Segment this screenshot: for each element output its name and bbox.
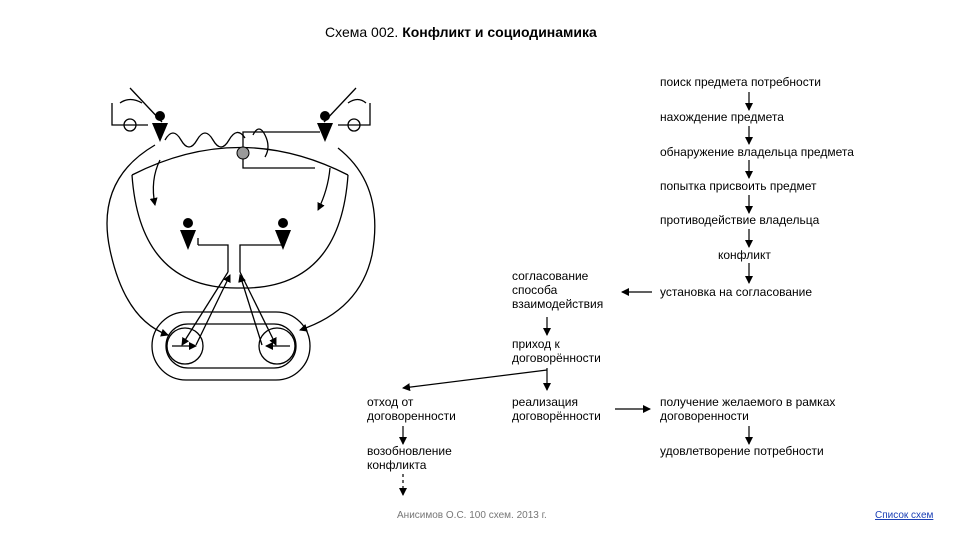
cross-arrow-right — [239, 271, 277, 346]
possession-line-top — [242, 131, 320, 160]
right-car-roof — [347, 98, 367, 104]
outer-arc-left — [106, 144, 169, 337]
right-car-outline — [338, 103, 371, 126]
person-bowl-left — [180, 218, 196, 250]
circle-left — [166, 327, 204, 365]
person-figures — [152, 111, 333, 250]
object-ball — [236, 146, 250, 160]
step-owner-resistance: противодействие владельца — [660, 213, 820, 227]
step-reach-agreement: приход к договорённости — [512, 337, 601, 365]
inner-arrow-left — [149, 159, 161, 206]
title-prefix: Схема 002. — [325, 24, 399, 40]
flow-arrows — [399, 92, 753, 496]
schemes-list-link[interactable]: Список схем — [875, 510, 934, 521]
circle-right — [258, 327, 296, 365]
step-satisfy-need: удовлетворение потребности — [660, 444, 824, 458]
page-title: Схема 002. Конфликт и социодинамика — [325, 24, 597, 40]
inner-arrow-right — [317, 167, 331, 211]
step-depart-agreement: отход от договоренности — [367, 395, 456, 423]
step-attempt-appropriate: попытка присвоить предмет — [660, 179, 817, 193]
step-agree-interaction: согласование способа взаимодействия — [512, 269, 604, 311]
link-left — [198, 244, 229, 272]
sociodynamics-illustration — [106, 87, 376, 381]
step-conflict: конфликт — [718, 248, 771, 262]
left-car-roof — [119, 98, 143, 104]
step-resume-conflict: возобновление конфликта — [367, 444, 452, 472]
step-setup-agreement: установка на согласование — [660, 285, 813, 299]
cross-arrow-left — [181, 271, 229, 346]
wavy-tension-line — [164, 131, 246, 148]
outer-arc-right — [299, 147, 376, 332]
step-search-object: поиск предмета потребности — [660, 75, 821, 89]
curl-line — [252, 128, 269, 158]
step-implement-agreement: реализация договорённости — [512, 395, 601, 423]
step-find-object: нахождение предмета — [660, 110, 784, 124]
left-car-outline — [111, 103, 148, 126]
bowl-body — [131, 174, 349, 289]
person-top-right — [317, 111, 333, 142]
person-top-left — [152, 111, 168, 142]
possession-line-bottom — [242, 160, 315, 169]
title-bold: Конфликт и социодинамика — [402, 24, 597, 40]
footer-author: Анисимов О.С. 100 схем. 2013 г. — [397, 510, 547, 521]
outer-stadium — [151, 311, 311, 381]
right-wheel — [347, 118, 361, 132]
step-detect-owner: обнаружение владельца предмета — [660, 145, 854, 159]
return-arrow-left — [195, 274, 231, 346]
step-obtain-desired: получение желаемого в рамках договоренно… — [660, 395, 836, 423]
link-right — [239, 244, 283, 272]
arrow-s9-s10 — [402, 369, 548, 392]
person-bowl-right — [275, 218, 291, 250]
inner-stadium — [165, 323, 297, 369]
return-arrow-right — [238, 274, 263, 346]
left-wheel — [123, 118, 137, 132]
